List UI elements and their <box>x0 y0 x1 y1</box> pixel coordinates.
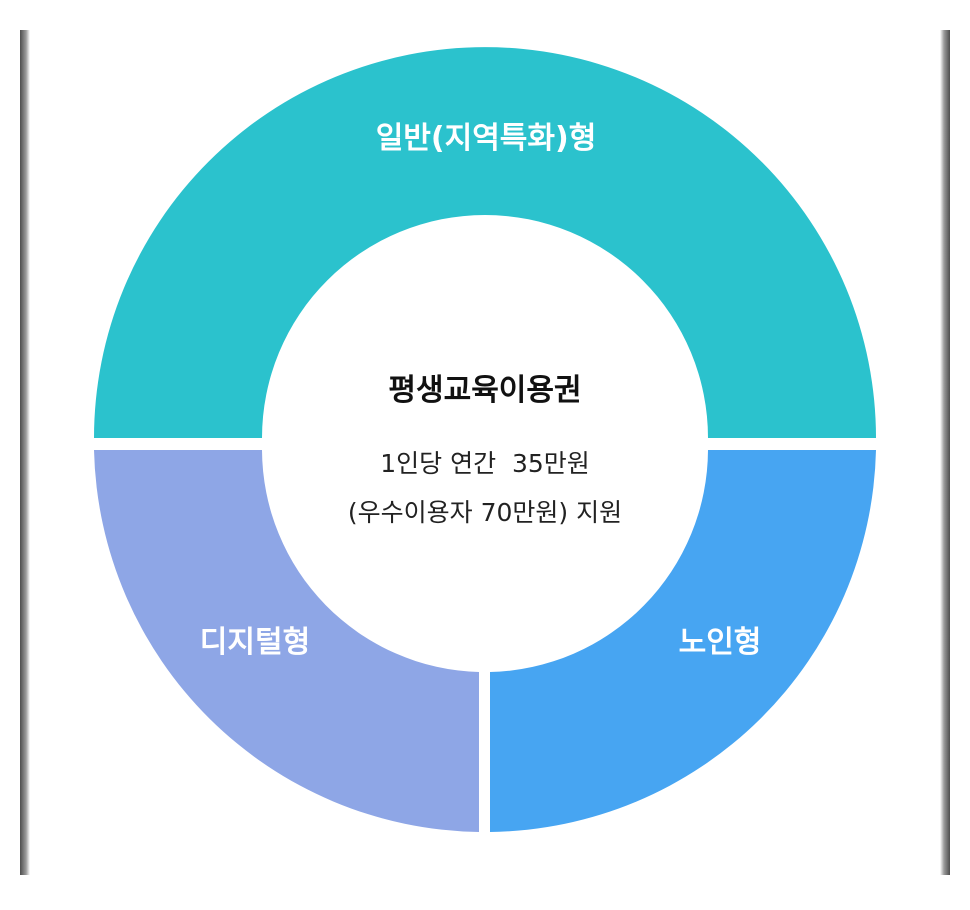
frame-left-edge <box>20 30 30 875</box>
segment-digital-type <box>94 450 479 832</box>
center-line-2: (우수이용자 70만원) 지원 <box>348 498 622 527</box>
segment-label-digital: 디지털형 <box>200 625 310 660</box>
segment-label-general: 일반(지역특화)형 <box>376 121 597 156</box>
segment-senior-type <box>490 450 876 832</box>
frame-right-edge <box>940 30 950 875</box>
center-line-1: 1인당 연간 35만원 <box>380 449 590 478</box>
center-title: 평생교육이용권 <box>388 373 581 408</box>
segment-label-senior: 노인형 <box>679 625 762 660</box>
segment-general-type <box>94 47 876 438</box>
